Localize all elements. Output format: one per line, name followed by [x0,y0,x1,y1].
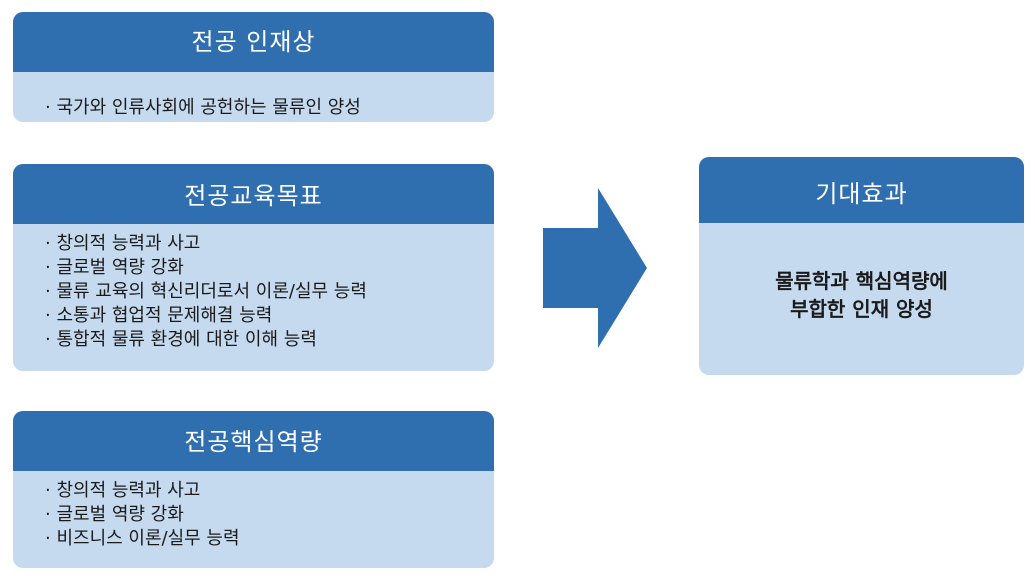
core-competency-item: · 비즈니스 이론/실무 능력 [45,528,240,549]
core-competency-item: · 창의적 능력과 사고 [45,480,201,501]
expected-effect-card: 기대효과 물류학과 핵심역량에 부합한 인재 양성 [699,157,1024,375]
expected-effect-line: 물류학과 핵심역량에 [775,269,948,293]
right-arrow-icon [543,188,647,348]
core-competency-title: 전공핵심역량 [13,411,494,471]
major-talent-body: · 국가와 인류사회에 공헌하는 물류인 양성 [13,72,494,120]
education-goals-item: · 소통과 협업적 문제해결 능력 [45,305,273,326]
education-goals-item: · 창의적 능력과 사고 [45,233,201,254]
education-goals-title: 전공교육목표 [13,164,494,224]
core-competency-card: 전공핵심역량 · 창의적 능력과 사고 · 글로벌 역량 강화 · 비즈니스 이… [13,411,494,568]
education-goals-item: · 통합적 물류 환경에 대한 이해 능력 [45,329,317,350]
education-goals-item: · 물류 교육의 혁신리더로서 이론/실무 능력 [45,281,367,302]
major-talent-item: · 국가와 인류사회에 공헌하는 물류인 양성 [45,97,361,118]
major-talent-card: 전공 인재상 · 국가와 인류사회에 공헌하는 물류인 양성 [13,12,494,122]
expected-effect-line: 부합한 인재 양성 [790,297,933,321]
expected-effect-title: 기대효과 [699,157,1024,223]
education-goals-item: · 글로벌 역량 강화 [45,257,184,278]
core-competency-body: · 창의적 능력과 사고 · 글로벌 역량 강화 · 비즈니스 이론/실무 능력 [13,471,494,551]
major-talent-title: 전공 인재상 [13,12,494,72]
expected-effect-body: 물류학과 핵심역량에 부합한 인재 양성 [699,223,1024,323]
core-competency-item: · 글로벌 역량 강화 [45,504,184,525]
education-goals-body: · 창의적 능력과 사고 · 글로벌 역량 강화 · 물류 교육의 혁신리더로서… [13,224,494,352]
education-goals-card: 전공교육목표 · 창의적 능력과 사고 · 글로벌 역량 강화 · 물류 교육의… [13,164,494,371]
